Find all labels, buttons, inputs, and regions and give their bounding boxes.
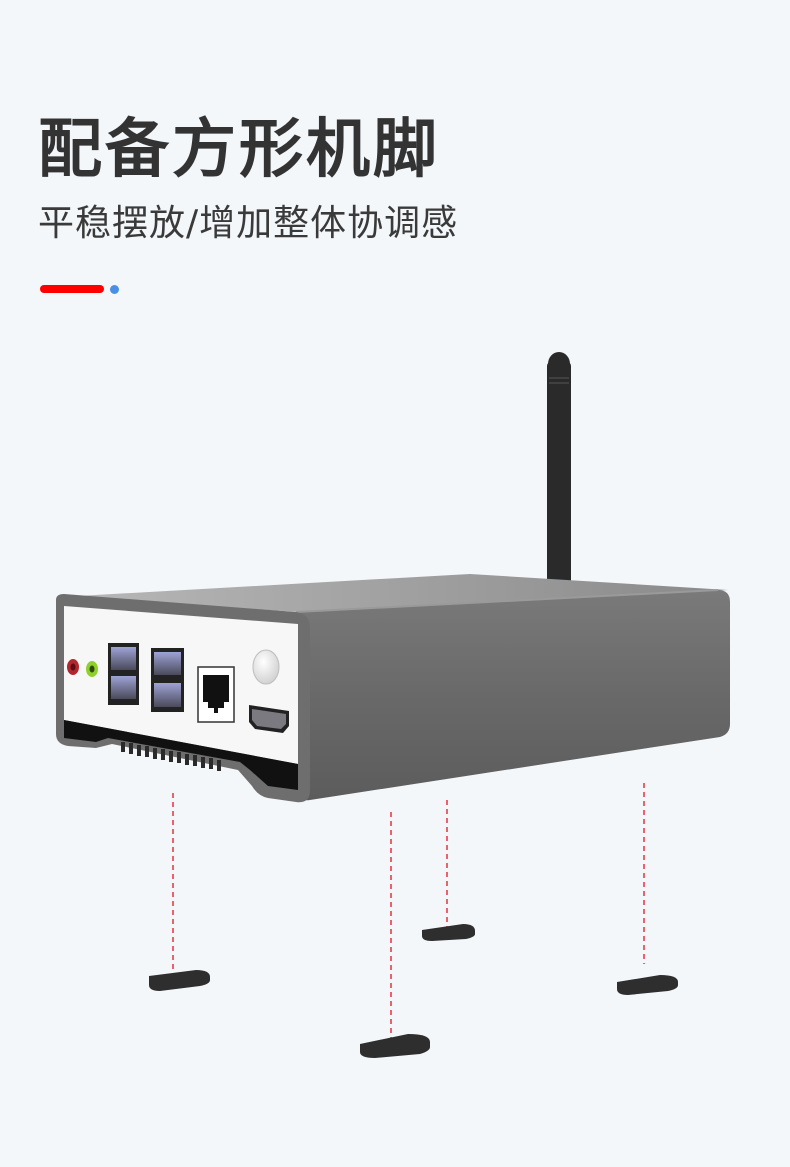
accent-dot — [110, 285, 119, 294]
vent-grille — [121, 742, 221, 771]
foot-pad-front-left — [149, 970, 210, 991]
chassis-side — [296, 590, 730, 801]
usb-port-stack-2 — [151, 648, 184, 712]
audio-jack-red — [67, 659, 79, 675]
antenna — [547, 352, 571, 587]
chassis-top — [60, 574, 728, 612]
accent-bar — [40, 285, 104, 293]
audio-jack-green — [86, 661, 98, 677]
page-subtitle: 平稳摆放/增加整体协调感 — [38, 203, 459, 244]
hdmi-port — [249, 705, 289, 733]
foot-pad-back-center — [422, 924, 475, 941]
usb-port-stack-1 — [108, 643, 139, 705]
foot-pad-back-right — [617, 975, 678, 995]
foot-pad-front-center — [360, 1034, 430, 1058]
page-title: 配备方形机脚 — [38, 113, 440, 187]
ethernet-port — [197, 666, 235, 723]
power-button — [252, 649, 280, 685]
guide-lines — [172, 783, 645, 1040]
